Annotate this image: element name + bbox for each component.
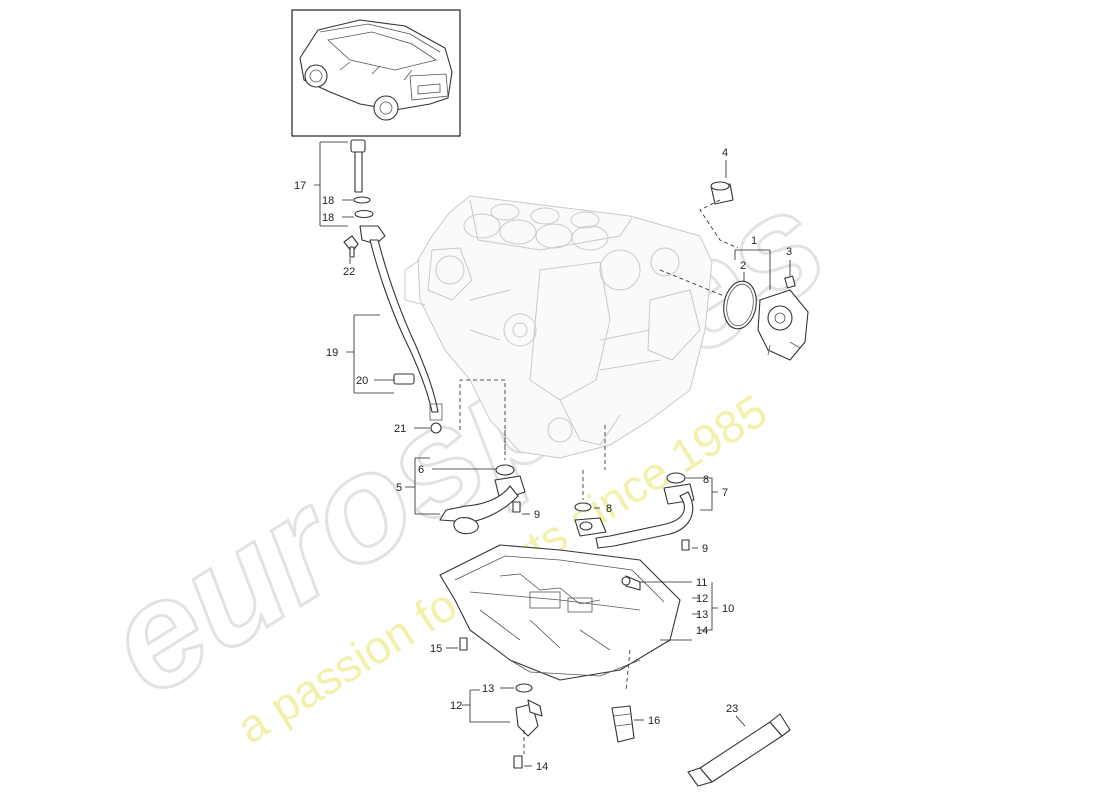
- vehicle-thumbnail: [291, 9, 461, 137]
- dipstick-assembly: [343, 139, 443, 434]
- part-label-6[interactable]: 6: [418, 464, 424, 476]
- part-label-10[interactable]: 10: [722, 603, 734, 615]
- part-label-12a[interactable]: 12: [696, 593, 708, 605]
- part-label-12b[interactable]: 12: [450, 700, 462, 712]
- part-label-7[interactable]: 7: [722, 487, 728, 499]
- part-label-4[interactable]: 4: [722, 147, 728, 159]
- oil-level-sensor: [513, 683, 543, 769]
- part-label-21[interactable]: 21: [394, 423, 406, 435]
- leader-lines: [314, 141, 791, 767]
- part-label-9a[interactable]: 9: [534, 509, 540, 521]
- part-number-labels: 1 2 3 4 5 6 7 8 8 9 9 10 11 12 13 14 15 …: [294, 147, 792, 773]
- part-label-3[interactable]: 3: [786, 246, 792, 258]
- part-label-23[interactable]: 23: [726, 703, 738, 715]
- clip-icon: [393, 373, 415, 385]
- part-label-18a[interactable]: 18: [322, 195, 334, 207]
- part-label-8a[interactable]: 8: [703, 474, 709, 486]
- part-label-17[interactable]: 17: [294, 180, 306, 192]
- part-label-20[interactable]: 20: [356, 375, 368, 387]
- part-label-14a[interactable]: 14: [696, 625, 708, 637]
- part-label-11[interactable]: 11: [696, 577, 707, 589]
- part-label-1[interactable]: 1: [751, 235, 757, 247]
- oil-return-pipe: [574, 472, 695, 551]
- part-label-9b[interactable]: 9: [702, 543, 708, 555]
- part-label-18b[interactable]: 18: [322, 212, 334, 224]
- sealant-tube-icon: [687, 713, 791, 787]
- engine-block-outline: [404, 195, 713, 459]
- part-label-22[interactable]: 22: [343, 266, 355, 278]
- part-label-19[interactable]: 19: [326, 347, 338, 359]
- suv-icon: [299, 19, 453, 121]
- connector-16: [611, 705, 635, 743]
- part-label-13b[interactable]: 13: [482, 683, 494, 695]
- part-label-16[interactable]: 16: [648, 715, 660, 727]
- oil-pan: [439, 544, 681, 681]
- part-label-2[interactable]: 2: [740, 260, 746, 272]
- cap-and-pump: [710, 181, 809, 361]
- part-label-8b[interactable]: 8: [606, 503, 612, 515]
- part-label-13a[interactable]: 13: [696, 609, 708, 621]
- part-label-15[interactable]: 15: [430, 643, 442, 655]
- part-label-5[interactable]: 5: [396, 482, 402, 494]
- oil-pickup: [439, 464, 526, 535]
- part-label-14b[interactable]: 14: [536, 761, 548, 773]
